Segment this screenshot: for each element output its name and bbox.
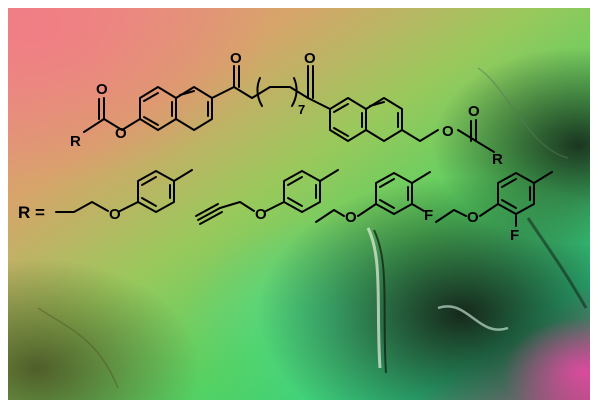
right-ketone-oxygen-label: O [304, 50, 316, 67]
left-carbonyl-oxygen-label: O [96, 81, 108, 98]
left-ketone-oxygen-label: O [230, 50, 242, 67]
r2-ether-oxygen-label: O [255, 206, 267, 223]
r1-ether-oxygen-label: O [109, 206, 121, 223]
r3-fluoro-label: F [424, 207, 433, 224]
r3-ether-oxygen-label: O [345, 209, 357, 226]
right-r-label: R [492, 151, 503, 168]
r-definition-label: R = [18, 203, 45, 222]
methylene-count-subscript: 7 [298, 102, 305, 117]
r4-ether-oxygen-label: O [467, 209, 479, 226]
texture-micrograph-figure: O O R O O 7 O O R R = O O O F O F [8, 8, 590, 400]
left-r-label: R [70, 133, 81, 150]
chemical-structure-diagram: O O R O O 7 O O R R = O O O F O F [18, 50, 553, 244]
right-carbonyl-oxygen-label: O [468, 103, 480, 120]
r4-fluoro-label: F [510, 227, 519, 244]
left-ester-oxygen-label: O [115, 125, 127, 142]
right-ester-oxygen-label: O [442, 123, 454, 140]
